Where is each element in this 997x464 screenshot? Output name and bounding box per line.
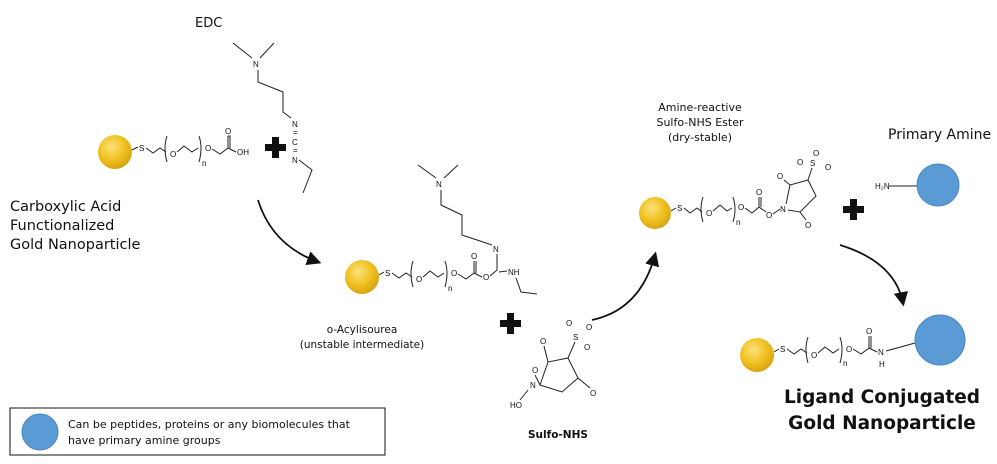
biomolecule-circle: [916, 163, 960, 207]
atom-o: O: [586, 323, 592, 332]
atom-o: O: [813, 149, 819, 158]
atom-o: O: [483, 273, 489, 282]
atom-n: N: [292, 120, 298, 129]
atom-o: O: [416, 275, 422, 284]
atom-h2n: H₂N: [875, 182, 890, 191]
atom-n: N: [253, 60, 259, 69]
atom-o: O: [766, 211, 772, 220]
ligand-conjugated-nanoparticle: S O n O O N H: [740, 314, 966, 372]
double-bond: =: [293, 146, 298, 155]
sulfo-nhs-label: Sulfo-NHS: [528, 429, 588, 441]
intermediate-label-line1: o-Acylisourea: [327, 324, 398, 336]
product-label-line2: Gold Nanoparticle: [788, 413, 976, 434]
repeat-n: n: [843, 359, 847, 368]
atom-ho: HO: [510, 401, 522, 410]
atom-o: O: [811, 351, 817, 360]
atom-oh: OH: [237, 148, 249, 157]
atom-o: O: [866, 327, 872, 336]
sulfo-nhs-ester-nanoparticle: S O n O O O N O O S O O O: [639, 149, 831, 230]
ester-label-line3: (dry-stable): [668, 131, 732, 144]
start-label-line1: Carboxylic Acid: [10, 199, 121, 215]
primary-amine-structure: H₂N: [875, 163, 960, 207]
reaction-arrow-3: [839, 244, 908, 307]
biomolecule-legend-icon: [21, 413, 59, 451]
ester-label-line2: Sulfo-NHS Ester: [656, 116, 744, 129]
atom-s: S: [385, 269, 390, 278]
atom-o: O: [205, 144, 211, 153]
atom-n: N: [436, 180, 442, 189]
gold-nanoparticle: [345, 260, 379, 294]
gold-nanoparticle: [740, 338, 774, 372]
atom-n: N: [878, 348, 884, 357]
ester-label-line1: Amine-reactive: [658, 101, 742, 114]
legend-text-line1: Can be peptides, proteins or any biomole…: [68, 418, 351, 431]
gold-nanoparticle: [98, 135, 132, 169]
atom-o: O: [471, 252, 477, 261]
atom-o: O: [532, 366, 538, 375]
atom-s: S: [810, 159, 815, 168]
reaction-arrow-2: [591, 251, 660, 321]
atom-o: O: [805, 221, 811, 230]
o-acylisourea-intermediate: S O n O O O N N NH: [345, 164, 538, 295]
start-label-line2: Functionalized: [10, 218, 114, 234]
repeat-n: n: [736, 218, 740, 227]
atom-s: S: [139, 144, 144, 153]
primary-amine-label: Primary Amine: [888, 127, 991, 143]
product-label-line1: Ligand Conjugated: [784, 387, 980, 408]
plus-icon: [265, 137, 286, 158]
atom-s: S: [677, 204, 682, 213]
biomolecule-circle: [914, 314, 966, 366]
atom-o: O: [540, 337, 546, 346]
atom-o: O: [738, 203, 744, 212]
carboxylic-acid-nanoparticle: S O n O O OH: [98, 127, 249, 169]
atom-s: S: [573, 333, 578, 342]
edc-label: EDC: [195, 16, 222, 31]
atom-o: O: [777, 172, 783, 181]
repeat-n: n: [202, 159, 206, 168]
start-label-line3: Gold Nanoparticle: [10, 237, 141, 253]
atom-o: O: [825, 163, 831, 172]
atom-n: N: [493, 245, 499, 254]
plus-icon: [843, 199, 864, 220]
sulfo-nhs-structure: O S O O O O N HO O: [510, 319, 596, 410]
atom-h: H: [879, 360, 885, 369]
legend-text-line2: have primary amine groups: [68, 434, 221, 447]
atom-o: O: [756, 188, 762, 197]
atom-o: O: [566, 319, 572, 328]
double-bond: =: [293, 128, 298, 137]
atom-o: O: [706, 209, 712, 218]
intermediate-label-line2: (unstable intermediate): [300, 339, 424, 351]
atom-o: O: [451, 269, 457, 278]
atom-o: O: [846, 345, 852, 354]
atom-o: O: [225, 127, 231, 136]
reaction-arrow-1: [257, 199, 322, 266]
atom-s: S: [780, 345, 785, 354]
atom-n: N: [530, 381, 536, 390]
atom-o: O: [584, 343, 590, 352]
legend-box: Can be peptides, proteins or any biomole…: [9, 407, 386, 456]
atom-o: O: [797, 158, 803, 167]
edc-structure: N N = C = N: [232, 42, 313, 194]
repeat-n: n: [448, 284, 452, 293]
plus-icon: [500, 313, 521, 334]
gold-nanoparticle: [639, 197, 671, 229]
atom-o: O: [590, 389, 596, 398]
atom-n: N: [292, 156, 298, 165]
atom-nh: NH: [508, 268, 520, 277]
atom-n: N: [780, 205, 786, 214]
atom-o: O: [170, 150, 176, 159]
atom-c: C: [292, 138, 298, 147]
